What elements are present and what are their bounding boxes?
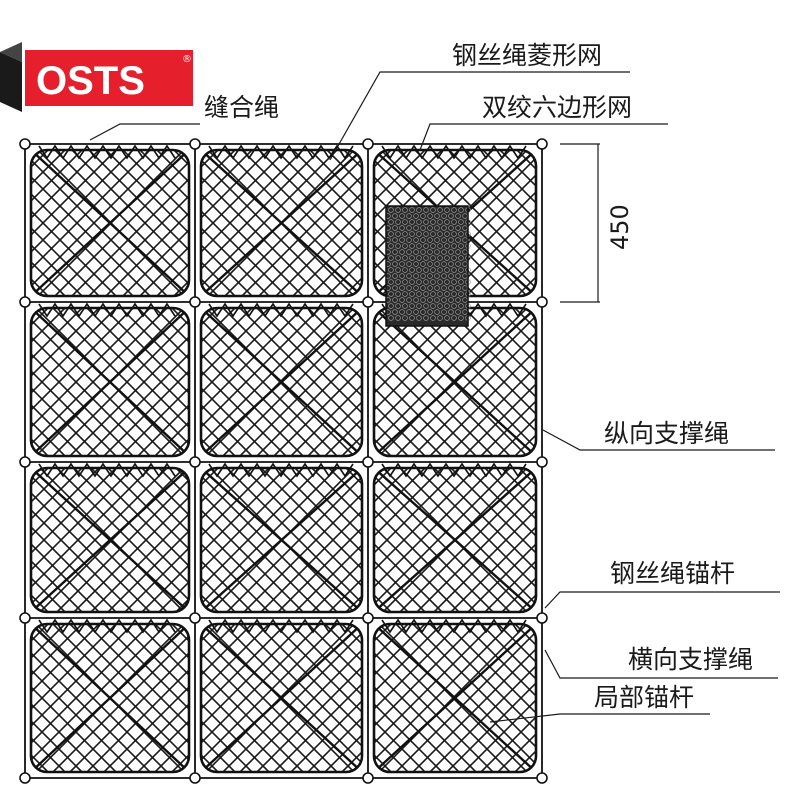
stitching-zigzag bbox=[381, 144, 527, 160]
anchor-point bbox=[362, 772, 374, 784]
diamond-net-panel bbox=[31, 150, 189, 296]
diamond-net-panel bbox=[201, 308, 362, 456]
diamond-net-panel bbox=[201, 468, 362, 612]
dimension-450: 450 bbox=[560, 143, 634, 303]
stitching-zigzag bbox=[208, 618, 354, 634]
anchor-point bbox=[189, 772, 201, 784]
panel-border-rope bbox=[199, 148, 364, 298]
label-transverse-support-rope: 横向支撑绳 bbox=[628, 645, 753, 674]
anchor-point bbox=[536, 138, 548, 150]
stitching-zigzag bbox=[381, 618, 527, 634]
label-stitching-rope: 缝合绳 bbox=[204, 93, 279, 122]
logo-registered-mark: ® bbox=[182, 54, 192, 65]
diamond-net-panel bbox=[31, 468, 189, 612]
diamond-net-panel bbox=[374, 624, 536, 772]
anchor-point bbox=[189, 296, 201, 308]
logo-text: OSTS bbox=[36, 59, 145, 103]
panel-border-rope bbox=[372, 622, 538, 774]
stitching-zigzag bbox=[381, 462, 527, 478]
label-double-twist-hex-net: 双绞六边形网 bbox=[482, 93, 632, 122]
anchor-point bbox=[362, 296, 374, 308]
panel-border-rope bbox=[29, 466, 191, 614]
label-local-anchor: 局部锚杆 bbox=[594, 683, 694, 712]
anchor-point bbox=[536, 612, 548, 624]
stitching-zigzag bbox=[38, 302, 176, 318]
anchor-points bbox=[19, 138, 548, 784]
anchor-point bbox=[19, 456, 31, 468]
panel-border-rope bbox=[199, 306, 364, 458]
anchor-point bbox=[189, 138, 201, 150]
anchor-point bbox=[189, 612, 201, 624]
anchor-point bbox=[19, 772, 31, 784]
logo-cube-icon bbox=[0, 52, 22, 112]
anchor-point bbox=[19, 296, 31, 308]
diamond-net-panel bbox=[201, 150, 362, 296]
label-wire-rope-diamond-net: 钢丝绳菱形网 bbox=[452, 41, 602, 70]
panel-border-rope bbox=[29, 306, 191, 458]
stitching-zigzag bbox=[208, 302, 354, 318]
osts-logo: OSTS ® bbox=[0, 42, 193, 112]
diamond-net-panel bbox=[374, 468, 536, 612]
anchor-point bbox=[536, 296, 548, 308]
logo-badge bbox=[25, 50, 193, 106]
net-panels bbox=[29, 144, 538, 774]
panel-border-rope bbox=[372, 466, 538, 614]
diamond-net-panel bbox=[374, 308, 536, 456]
anchor-point bbox=[19, 138, 31, 150]
stitching-zigzag bbox=[38, 144, 176, 160]
stitching-zigzag bbox=[38, 618, 176, 634]
dimension-value: 450 bbox=[606, 204, 634, 250]
anchor-point bbox=[362, 456, 374, 468]
anchor-point bbox=[189, 456, 201, 468]
panel-border-rope bbox=[199, 466, 364, 614]
anchor-point bbox=[536, 772, 548, 784]
panel-border-rope bbox=[29, 148, 191, 298]
anchor-point bbox=[362, 138, 374, 150]
leader-lines bbox=[89, 71, 780, 723]
anchor-point bbox=[536, 456, 548, 468]
stitching-zigzag bbox=[38, 462, 176, 478]
stitching-zigzag bbox=[208, 462, 354, 478]
anchor-point bbox=[19, 612, 31, 624]
label-wire-rope-anchor: 钢丝绳锚杆 bbox=[610, 559, 735, 588]
panel-border-rope bbox=[29, 622, 191, 774]
diamond-net-panel bbox=[201, 624, 362, 772]
label-longitudinal-support-rope: 纵向支撑绳 bbox=[604, 419, 729, 448]
anchor-point bbox=[362, 612, 374, 624]
hex-mesh-sample bbox=[385, 205, 471, 327]
stitching-zigzag bbox=[208, 144, 354, 160]
panel-border-rope bbox=[199, 622, 364, 774]
diamond-net-panel bbox=[31, 624, 189, 772]
diamond-net-panel bbox=[31, 308, 189, 456]
